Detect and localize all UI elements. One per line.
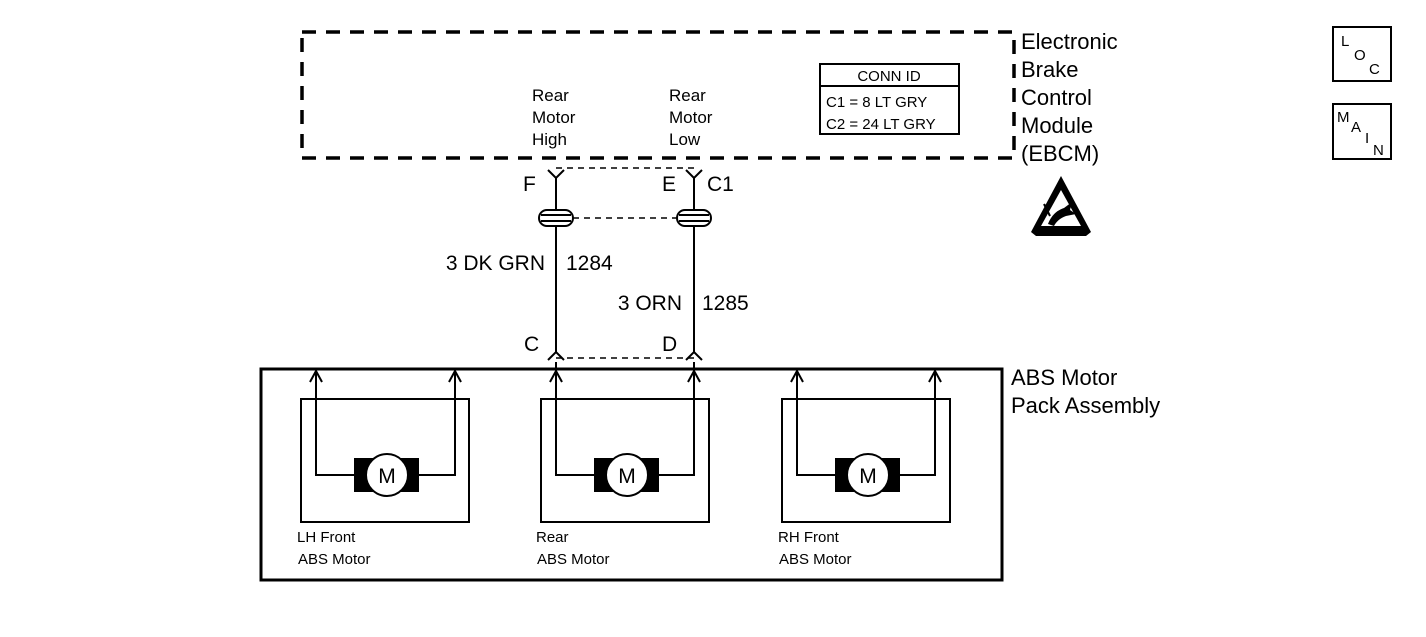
motor-lh-front-label-2: ABS Motor [298, 551, 371, 568]
ebcm-title-line-2: Brake [1021, 57, 1078, 82]
inline-connector-high [538, 209, 574, 227]
motor-icon [365, 453, 409, 497]
conn-id-table: CONN ID C1 = 8 LT GRY C2 = 24 LT GRY [819, 63, 960, 135]
pin-low-label-3: Low [669, 130, 701, 149]
ebcm-module: Electronic Brake Control Module (EBCM) R… [300, 29, 1118, 166]
wire-1284-color: 3 DK GRN [446, 252, 545, 275]
wire-1284: 3 DK GRN 1284 [446, 178, 613, 352]
pin-low-label-1: Rear [669, 86, 706, 105]
motor-rear: M Rear ABS Motor [536, 362, 710, 568]
motor-icon [605, 453, 649, 497]
pin-low-label-2: Motor [669, 108, 713, 127]
main-button[interactable]: M A I N [1332, 103, 1392, 160]
motor-rear-label-1: Rear [536, 529, 569, 546]
pin-high-label-3: High [532, 130, 567, 149]
motor-lh-front: M LH Front ABS Motor [297, 368, 470, 568]
loc-letter-c: C [1369, 61, 1380, 78]
esd-warning-icon [1031, 176, 1091, 236]
pin-f-label: F [523, 173, 536, 196]
abs-motor-pack-assembly: ABS Motor Pack Assembly M LH Front ABS M… [259, 362, 1160, 582]
ebcm-dashed-boundary [300, 30, 1016, 160]
wire-1285-circuit: 1285 [702, 292, 749, 315]
wire-1285-color: 3 ORN [618, 292, 682, 315]
pin-e-label: E [662, 173, 676, 196]
main-letter-n: N [1373, 142, 1384, 159]
pin-high-label-1: Rear [532, 86, 569, 105]
motor-pack-title-line-1: ABS Motor [1011, 365, 1117, 390]
ebcm-title-line-5: (EBCM) [1021, 141, 1099, 166]
conn-id-header: CONN ID [857, 68, 921, 85]
loc-letter-l: L [1341, 33, 1349, 50]
connector-c1-label: C1 [707, 173, 734, 196]
motor-symbol: M [618, 465, 636, 488]
motor-rh-front: M RH Front ABS Motor [778, 368, 951, 568]
pin-c-label: C [524, 333, 539, 356]
main-letter-a: A [1351, 119, 1361, 136]
inline-connector-low [676, 209, 712, 227]
conn-id-c2: C2 = 24 LT GRY [826, 116, 936, 133]
main-letter-m: M [1337, 109, 1350, 126]
pin-d-label: D [662, 333, 677, 356]
wire-1285: 3 ORN 1285 [618, 178, 749, 352]
ebcm-title-line-3: Control [1021, 85, 1092, 110]
main-letter-i: I [1365, 130, 1369, 147]
ebcm-title-line-1: Electronic [1021, 29, 1118, 54]
motor-icon [846, 453, 890, 497]
motor-lh-front-label-1: LH Front [297, 529, 356, 546]
connector-c1: F E C1 [523, 167, 734, 227]
loc-button[interactable]: L O C [1332, 26, 1392, 82]
motor-rear-label-2: ABS Motor [537, 551, 610, 568]
wire-1284-circuit: 1284 [566, 252, 613, 275]
loc-letter-o: O [1354, 47, 1366, 64]
motor-pack-title-line-2: Pack Assembly [1011, 393, 1160, 418]
motor-rh-front-label-1: RH Front [778, 529, 840, 546]
pin-high-label-2: Motor [532, 108, 576, 127]
motor-symbol: M [378, 465, 396, 488]
connector-bottom: C D [524, 333, 703, 361]
ebcm-title-line-4: Module [1021, 113, 1093, 138]
conn-id-c1: C1 = 8 LT GRY [826, 94, 927, 111]
motor-rh-front-label-2: ABS Motor [779, 551, 852, 568]
motor-symbol: M [859, 465, 877, 488]
